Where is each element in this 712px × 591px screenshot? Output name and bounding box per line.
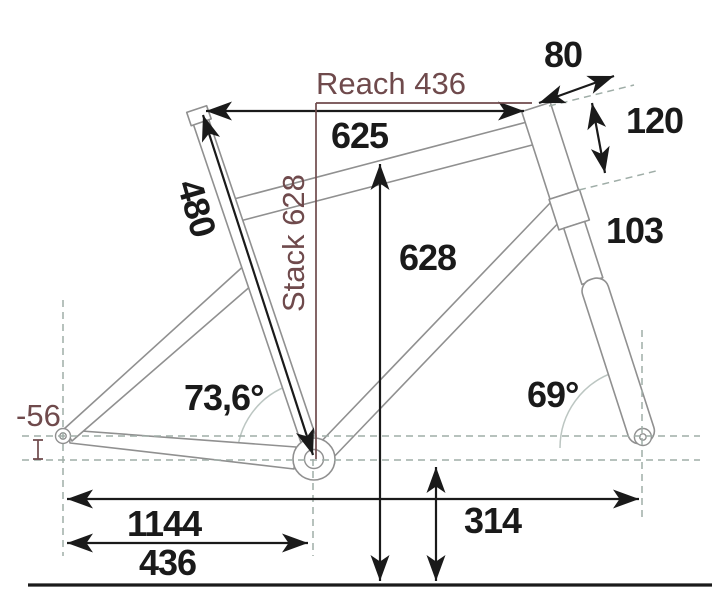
stem-length-label: 80 [544, 34, 582, 75]
head-tube-extension-arrow [587, 102, 610, 174]
chainstay-length-label: 436 [139, 542, 196, 583]
effective-top-tube-label: 625 [331, 115, 389, 156]
stack-label: Stack 628 [276, 174, 311, 312]
standover-height-label: 628 [399, 237, 456, 278]
bb-drop-label: -56 [16, 398, 61, 433]
dimension-arrows [67, 74, 639, 581]
seat-tube-angle-label: 73,6° [184, 377, 263, 418]
steerer-bottom-guide [578, 169, 661, 191]
bb-height-label: 314 [464, 500, 522, 541]
bb-drop-tick [33, 439, 43, 460]
stem-length-arrow [538, 74, 615, 105]
front-axle-inner [639, 433, 647, 441]
reach-stack-lines [33, 102, 532, 460]
reach-label: Reach 436 [316, 66, 466, 101]
head-tube-length-label: 103 [606, 210, 663, 251]
wheelbase-label: 1144 [127, 503, 202, 544]
head-tube-extension-label: 120 [626, 100, 683, 141]
bottom-bracket-inner [303, 448, 325, 470]
labels: Reach 436 Stack 628 -56 625 628 80 120 1… [16, 34, 684, 583]
seat-tube-length-arrow [201, 114, 315, 456]
head-angle-arc [559, 371, 616, 449]
head-tube-angle-label: 69° [527, 374, 578, 415]
